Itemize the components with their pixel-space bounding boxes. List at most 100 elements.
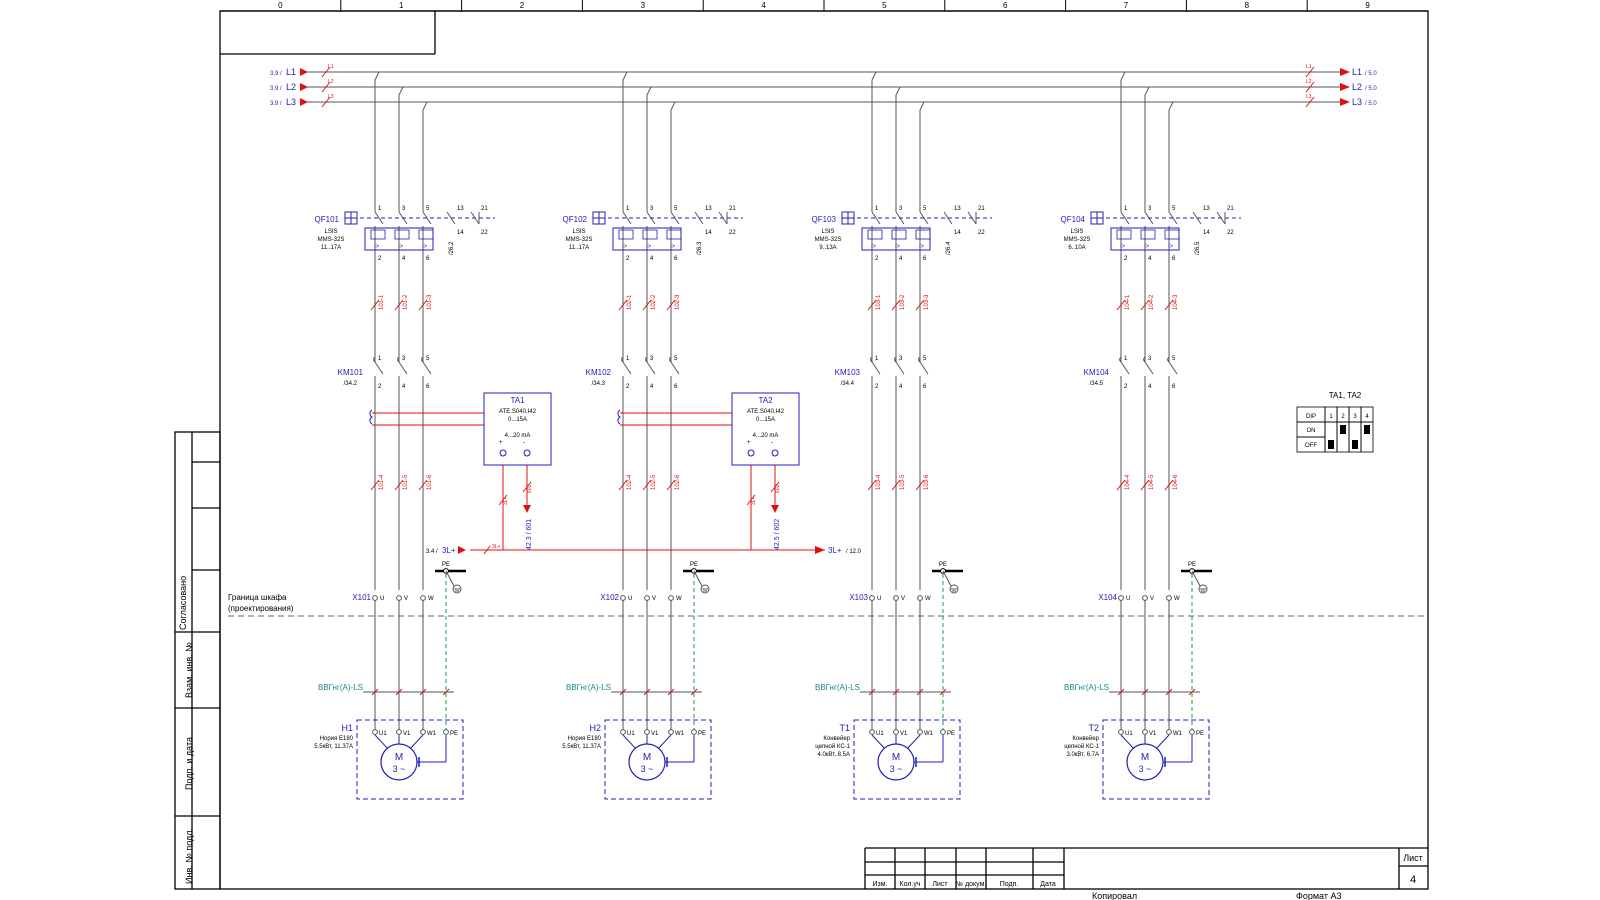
transducer-name: TA1	[510, 396, 525, 405]
power-line-out-name: 3L+	[828, 546, 842, 555]
motor-phases: 3 ~	[393, 764, 406, 774]
transducer-plus-mark	[746, 494, 756, 506]
power-line-mark-label: 3L+	[492, 544, 501, 550]
terminal-pin-label: V	[901, 596, 905, 602]
qf-magnetic-symbol: I>	[670, 244, 676, 250]
km-contact	[871, 361, 881, 375]
qf-term-top: 5	[1172, 206, 1176, 212]
motor-box	[604, 719, 712, 800]
qf-aux-term: 14	[457, 230, 464, 236]
qf-term-bot: 6	[674, 256, 678, 262]
motor-terminal	[396, 729, 402, 735]
pe-ground-line	[693, 570, 703, 587]
qf-aux-no	[446, 211, 456, 225]
pe-ground-line	[942, 570, 952, 587]
motor-pin-label: U1	[627, 731, 635, 737]
wire-mark-b	[867, 479, 877, 491]
wire-label-a: 101-1	[379, 294, 385, 310]
terminal-pin-label: W	[925, 596, 931, 602]
terminal-pin	[893, 595, 899, 601]
wire-mark-a	[666, 299, 676, 311]
qf-term-top: 5	[426, 206, 430, 212]
transducer-pin-sign: -	[771, 440, 773, 446]
motor-pin-label: V1	[900, 731, 908, 737]
title-block-text: Изм. Кол.уч Лист № докум. Подп. Дата Лис…	[873, 853, 1423, 900]
wire-mark-b	[418, 479, 428, 491]
motor-pin-label: PE	[450, 731, 458, 737]
motor-terminal	[420, 729, 426, 735]
wire-label-a: 104-2	[1149, 294, 1155, 310]
motor-terminal	[1189, 729, 1195, 735]
column-number: 7	[1124, 1, 1129, 10]
wire-mark-a	[418, 299, 428, 311]
power-line-out-arrow	[815, 546, 825, 554]
bus-out-arrow	[1340, 83, 1350, 91]
km-ref: /34.2	[344, 381, 358, 387]
km-ref: /34.3	[592, 381, 606, 387]
terminal-pin-label: W	[676, 596, 682, 602]
boundary-label-1: Граница шкафа	[228, 593, 287, 602]
column-number: 2	[520, 1, 525, 10]
motor-desc-2: цепной КС-1	[815, 743, 850, 750]
bus-in-mark	[321, 81, 331, 93]
km-term-top: 1	[1124, 356, 1128, 362]
tb-sheet-number: 4	[1410, 874, 1416, 886]
bus-out-ref: / 5.0	[1365, 86, 1377, 92]
qf-thermal-element	[642, 229, 658, 240]
cable-mark	[939, 688, 947, 696]
qf-ref: /26.3	[697, 241, 703, 255]
km-term-bot: 4	[650, 384, 654, 390]
motor-winding-lead	[1154, 734, 1170, 751]
tap-bend	[1144, 86, 1150, 96]
qf-term-bot: 2	[1124, 256, 1128, 262]
qf-name: QF104	[1061, 215, 1086, 224]
motor-name: T2	[1088, 723, 1099, 733]
km-term-bot: 6	[674, 384, 678, 390]
transducer-output: 4...20 mA	[753, 433, 779, 439]
km-arc	[421, 356, 424, 363]
motor-winding-lead	[905, 734, 921, 751]
wire-mark-b	[370, 479, 380, 491]
qf-maker: LSIS	[572, 229, 585, 235]
bus-in-arrow	[300, 68, 308, 76]
tb-header-date: Дата	[1040, 881, 1056, 888]
terminal-pin	[1142, 595, 1148, 601]
tap-bend	[622, 71, 628, 81]
side-stamp-frame	[174, 431, 221, 890]
transducer-out-arrow	[523, 505, 531, 513]
qf-magnetic-symbol: I>	[871, 244, 877, 250]
qf-magnetic-symbol: I>	[422, 244, 428, 250]
tb-header-rev: Изм.	[873, 881, 888, 888]
wire-label-a: 102-3	[675, 294, 681, 310]
km-term-bot: 4	[402, 384, 406, 390]
side-stamps: Согласовано Взам. инв. № Подп. и дата Ин…	[178, 576, 194, 884]
ground-icon	[1198, 584, 1208, 594]
qf-term-bot: 4	[1148, 256, 1152, 262]
bus-out-mark	[1305, 81, 1315, 93]
km-arc	[397, 356, 400, 363]
km-term-bot: 2	[875, 384, 879, 390]
tap-bend	[670, 101, 676, 111]
terminal-name: X101	[352, 593, 371, 602]
cable-mark	[1165, 688, 1173, 696]
wire-mark-a	[618, 299, 628, 311]
motor-pin-label: V1	[403, 731, 411, 737]
dip-switch-lever	[1364, 425, 1370, 434]
title-block-frame	[864, 847, 1428, 889]
bus-out-ref: / 5.0	[1365, 71, 1377, 77]
qf-aux-term: 14	[705, 230, 712, 236]
motor-desc-2: 5.5кВт, 11.37А	[314, 744, 353, 750]
qf-magnetic-symbol: I>	[398, 244, 404, 250]
qf-thermal-element	[418, 229, 434, 240]
terminal-pin	[1166, 595, 1172, 601]
km-term-bot: 2	[626, 384, 630, 390]
qf-magnetic-symbol: I>	[895, 244, 901, 250]
terminal-pin-label: U	[628, 596, 632, 602]
motor-desc-3: 4.0кВт, 8.5А	[817, 752, 850, 758]
tap-bend	[422, 101, 428, 111]
qf-name: QF103	[812, 215, 837, 224]
motor-winding-lead	[622, 734, 638, 751]
terminal-pin-label: V	[652, 596, 656, 602]
